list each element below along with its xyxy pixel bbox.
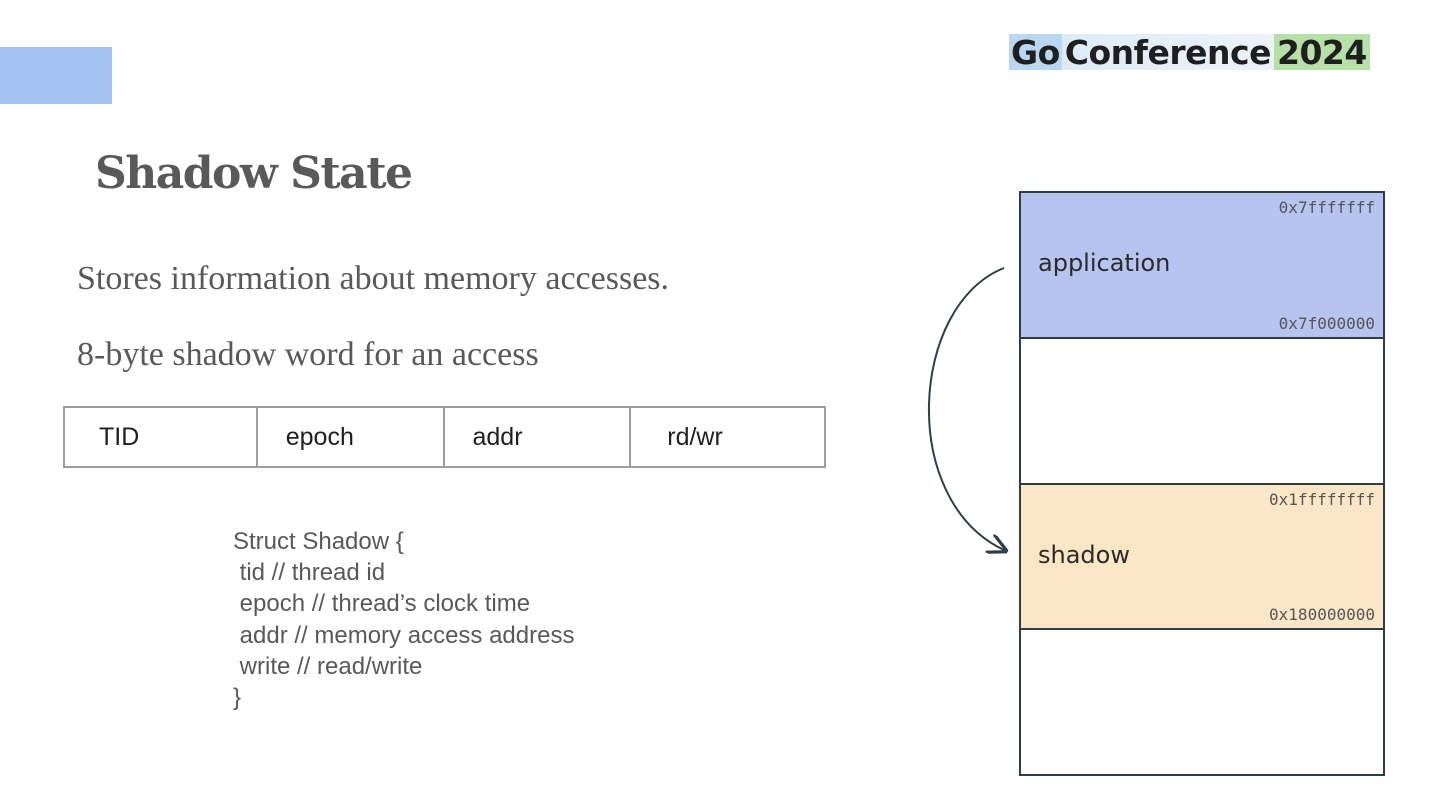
description-line-2: 8-byte shadow word for an access bbox=[77, 336, 539, 373]
field-epoch: epoch bbox=[258, 408, 445, 466]
code-line: tid // thread id bbox=[233, 559, 386, 587]
memory-layout-diagram: 0x7fffffff application 0x7f000000 0x1fff… bbox=[1019, 191, 1385, 776]
code-line: addr // memory access address bbox=[233, 621, 575, 649]
conference-logo: Go Conference 2024 bbox=[1009, 33, 1370, 72]
field-addr: addr bbox=[445, 408, 632, 466]
corner-decoration bbox=[0, 47, 112, 104]
region-label: application bbox=[1038, 249, 1171, 277]
address-label: 0x1ffffffff bbox=[1269, 489, 1375, 509]
description-line-1: Stores information about memory accesses… bbox=[77, 260, 670, 297]
region-empty bbox=[1021, 630, 1383, 774]
logo-go: Go bbox=[1009, 33, 1062, 72]
field-tid: TID bbox=[65, 408, 258, 466]
address-label: 0x7f000000 bbox=[1278, 313, 1375, 333]
address-label: 0x7fffffff bbox=[1278, 198, 1375, 217]
code-line: write // read/write bbox=[233, 652, 423, 680]
mapping-arrow-icon bbox=[927, 267, 1020, 570]
code-line: epoch // thread’s clock time bbox=[233, 590, 531, 618]
code-line: } bbox=[233, 684, 242, 712]
struct-code-block: Struct Shadow { tid // thread id epoch /… bbox=[233, 526, 574, 713]
logo-year: 2024 bbox=[1273, 34, 1370, 72]
slide-title: Shadow State bbox=[95, 148, 413, 199]
shadow-word-table: TID epoch addr rd/wr bbox=[63, 406, 826, 468]
region-shadow: 0x1ffffffff shadow 0x180000000 bbox=[1021, 484, 1383, 631]
code-line: Struct Shadow { bbox=[233, 528, 404, 555]
region-application: 0x7fffffff application 0x7f000000 bbox=[1021, 193, 1383, 339]
field-rdwr: rd/wr bbox=[667, 423, 723, 451]
logo-conference: Conference bbox=[1061, 34, 1274, 72]
address-label: 0x180000000 bbox=[1269, 605, 1375, 625]
region-label: shadow bbox=[1038, 540, 1130, 569]
region-empty bbox=[1021, 339, 1383, 485]
